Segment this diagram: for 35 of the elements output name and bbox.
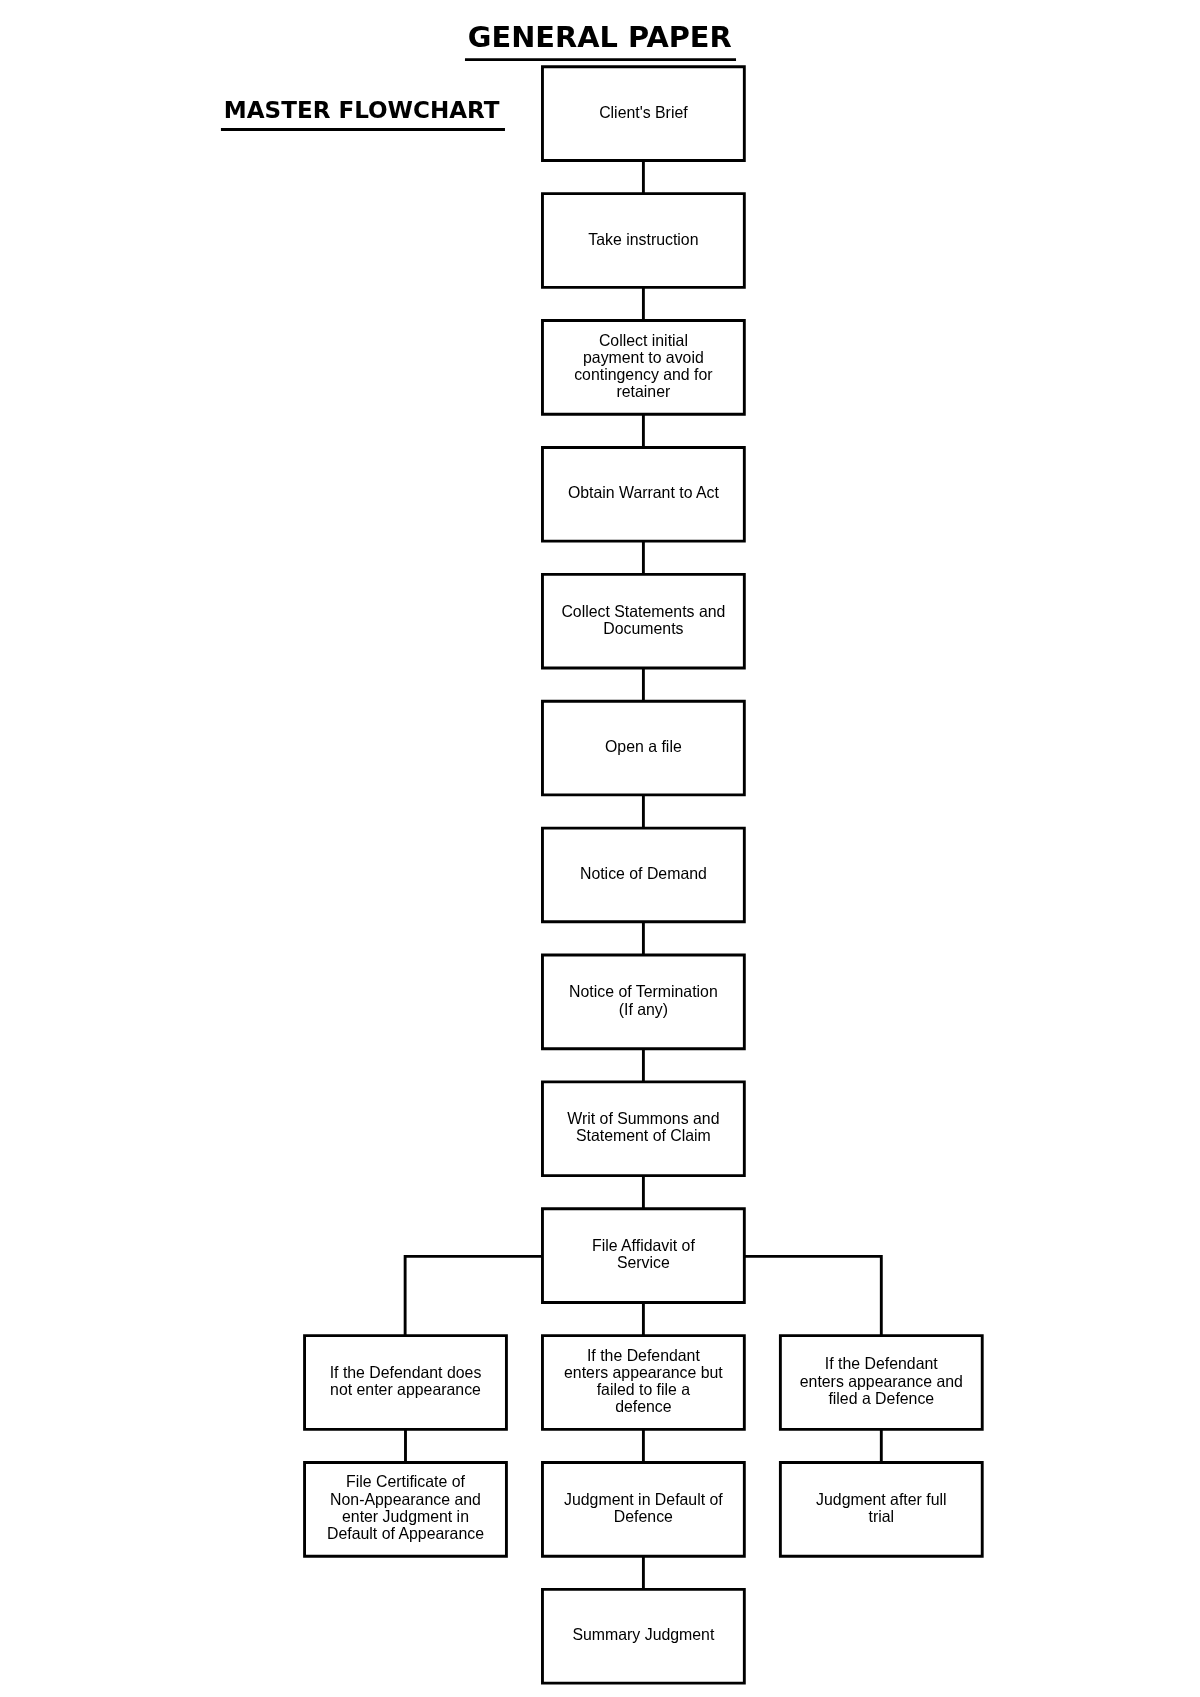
connector [641,1302,645,1336]
node-box: Notice of Termination (If any) [540,953,746,1050]
connector [641,667,645,701]
node-box: If the Defendant enters appearance but failed to file a defence [540,1333,746,1431]
node-box: Collect initial payment to avoid contingency and for retainer [540,318,746,416]
connector [641,1556,645,1589]
connector [641,160,645,194]
connector [403,1254,542,1335]
node-box: If the Defendant enters appearance and filed a Defence [778,1333,984,1431]
connector [641,414,645,447]
node-box: If the Defendant does not enter appearance [302,1333,508,1431]
node-box: Summary Judgment [540,1587,746,1685]
node-box: Notice of Demand [540,826,746,923]
node-box: Judgment in Default of Defence [540,1460,746,1558]
connector [641,1429,645,1462]
connector [641,287,645,321]
node-box: Open a file [540,699,746,796]
connector [641,1175,645,1209]
connector [403,1429,407,1462]
label: MASTER FLOWCHART [223,96,500,123]
node-box: Judgment after full trial [778,1460,984,1558]
node-box: Writ of Summons and Statement of Claim [540,1079,746,1177]
connector [879,1429,883,1462]
connector [641,921,645,955]
connector [641,1048,645,1082]
diagram-title: GENERAL PAPER [467,19,732,54]
node-box: Obtain Warrant to Act [540,445,746,543]
connector [641,541,645,574]
node-box: File Certificate of Non-Appearance and enter Judgment in Default of Appearance [302,1460,508,1558]
connector [641,794,645,828]
node-box: Take instruction [540,191,746,289]
node-box: Client's Brief [540,64,746,162]
node-box: Collect Statements and Documents [540,572,746,669]
connector [744,1254,883,1335]
node-box: File Affidavit of Service [540,1206,746,1304]
